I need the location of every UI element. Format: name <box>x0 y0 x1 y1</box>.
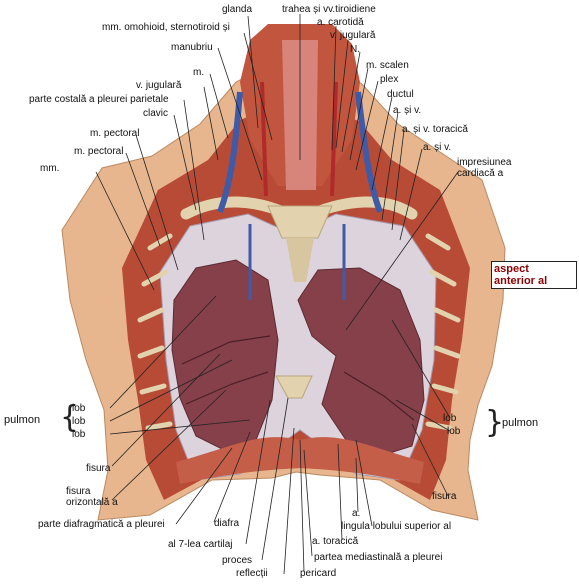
label-lob-right-2: lob <box>447 426 461 437</box>
label-a-si-v-2: a. și v. <box>423 142 452 153</box>
label-diafra: diafra <box>214 518 240 529</box>
brace-right: } <box>485 405 505 440</box>
view-note-line-2: anterior al <box>494 275 548 287</box>
right-lung-fissure-oblique <box>185 371 269 405</box>
left-lung <box>297 267 425 457</box>
brace-left: { <box>60 400 80 435</box>
label-pectoral-1: m. pectoral <box>90 128 140 139</box>
leader-lines <box>95 14 459 575</box>
left-ribs <box>425 233 461 431</box>
label-glanda: glanda <box>222 4 253 15</box>
label-costala: parte costală a pleurei parietale <box>29 94 169 105</box>
label-impresiunea: impresiunea <box>457 157 512 168</box>
xiphoid-process <box>275 375 313 399</box>
label-jugulara-right: v. jugulară <box>330 30 376 41</box>
label-lob-left-2: lob <box>72 416 86 427</box>
left-lung-fissure <box>343 371 415 421</box>
label-a-toracica: a. toracică <box>312 536 359 547</box>
label-m: m. <box>193 67 205 78</box>
label-ductul: ductul <box>387 89 414 100</box>
view-note-box: aspect anterior al <box>491 261 577 289</box>
label-toracica: a. și v. toracică <box>402 124 468 135</box>
label-pectoral-2: m. pectoral <box>74 146 124 157</box>
label-mediastinala: partea mediastinală a pleurei <box>314 552 443 563</box>
label-plex: plex <box>380 74 399 85</box>
label-omohioid: mm. omohioid, sternotiroid și <box>102 22 230 33</box>
label-proces: proces <box>222 555 253 566</box>
label-trahea: trahea și vv.tiroidiene <box>282 4 376 15</box>
right-lung-fissure <box>181 335 271 365</box>
label-lob-right-1: lob <box>443 413 457 424</box>
manubrium <box>267 205 333 239</box>
label-clavic: clavic <box>143 108 169 119</box>
label-orizontala: orizontală a <box>66 497 118 508</box>
right-ribs <box>137 233 173 431</box>
label-cardiaca: cardiacă a <box>457 168 504 179</box>
thoracic-vessels <box>248 224 346 300</box>
label-pericard: pericard <box>300 568 337 579</box>
label-carotida: a. carotidă <box>317 17 364 28</box>
label-manubriu: manubriu <box>171 42 213 53</box>
label-lingula: lingula lobului superior al <box>341 521 452 532</box>
label-fisura-right: fisura <box>432 491 457 502</box>
label-cartilaj: al 7-lea cartilaj <box>168 539 233 550</box>
label-fisura-1: fisura <box>86 463 111 474</box>
label-scalen: m. scalen <box>366 60 409 71</box>
label-pulmon-left: pulmon <box>4 414 41 426</box>
label-fisura-2: fisura <box>66 486 91 497</box>
sternum-reflection <box>286 238 314 282</box>
view-note-line-1: aspect <box>494 263 529 275</box>
right-lung <box>171 259 279 451</box>
label-mm: mm. <box>40 163 60 174</box>
label-pulmon-right: pulmon <box>502 417 539 429</box>
label-a-si-v-1: a. și v. <box>393 105 422 116</box>
carotid-arteries <box>260 81 338 197</box>
label-lob-left-3: lob <box>72 429 86 440</box>
label-a: a. <box>352 508 361 519</box>
label-n: N. <box>350 44 360 55</box>
label-lob-left-1: lob <box>72 403 86 414</box>
label-diafragmatica: parte diafragmatică a pleurei <box>38 519 165 530</box>
label-jugulara-left: v. jugulară <box>136 80 182 91</box>
label-reflectii: reflecții <box>236 568 268 579</box>
